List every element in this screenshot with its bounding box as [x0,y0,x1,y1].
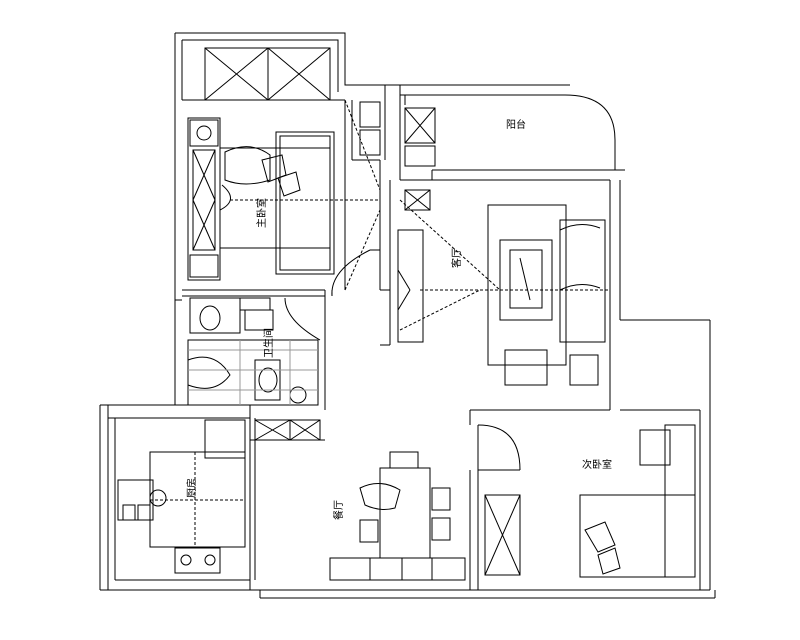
living-room-furniture [397,199,610,386]
label-master-bedroom: 主卧室 [255,198,268,228]
label-bathroom: 卫生间 [262,328,275,358]
label-second-bedroom: 次卧室 [582,458,612,471]
bathroom-fixtures [187,297,321,441]
second-bedroom-furniture [477,424,696,578]
label-living-room: 客厅 [450,248,463,268]
label-dining-room: 餐厅 [332,500,345,520]
dining-furniture [329,451,466,581]
label-kitchen: 厨房 [185,478,198,498]
kitchen-fixtures [117,419,246,574]
storage-cabinets [359,101,436,211]
label-balcony: 阳台 [506,118,526,131]
master-bedroom-furniture [187,99,381,297]
interior-walls [182,85,479,590]
outer-walls [99,32,716,599]
